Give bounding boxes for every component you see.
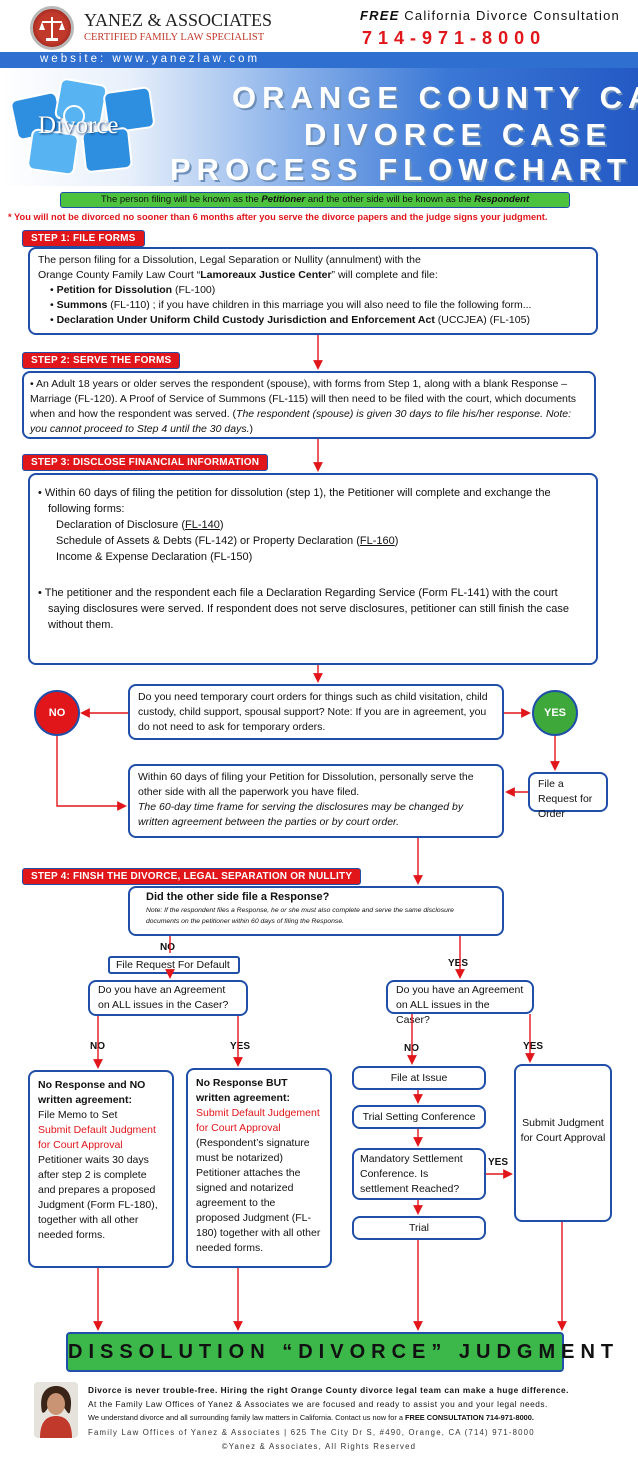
- serve-disclosures-text: Within 60 days of filing your Petition f…: [138, 771, 474, 798]
- step3-tag: STEP 3: DISCLOSE FINANCIAL INFORMATION: [22, 454, 269, 471]
- website-link[interactable]: website: www.yanezlaw.com: [40, 53, 261, 65]
- serve-disclosures-box: Within 60 days of filing your Petition f…: [128, 764, 504, 838]
- step3-box: • Within 60 days of filing the petition …: [28, 473, 598, 665]
- step1-forms-list: Petition for Dissolution (FL-100) Summon…: [38, 283, 588, 328]
- final-judgment-bar: DISSOLUTION “DIVORCE” JUDGMENT: [66, 1332, 620, 1372]
- petitioner-note-text: The person filing will be known as the: [100, 194, 262, 205]
- nrna-title: No Response and NO written agreement:: [38, 1079, 146, 1106]
- step1-tag: STEP 1: FILE FORMS: [22, 230, 145, 247]
- title-line1: ORANGE COUNTY CA: [232, 80, 638, 115]
- no-response-no-agreement-box: No Response and NO written agreement: Fi…: [28, 1070, 174, 1268]
- portrait-icon: [34, 1382, 78, 1438]
- logo-name: YANEZ & ASSOCIATES: [84, 10, 273, 30]
- consult-text: California Divorce Consultation: [404, 8, 620, 23]
- left-yes-label: YES: [230, 1041, 251, 1052]
- nrna-line-3: Petitioner waits 30 days after step 2 is…: [38, 1154, 158, 1241]
- header-bar: YANEZ & ASSOCIATES CERTIFIED FAMILY LAW …: [0, 0, 638, 52]
- step1-box: The person filing for a Dissolution, Leg…: [28, 247, 598, 335]
- branch-no-label: NO: [160, 942, 175, 953]
- list-item: Declaration Under Uniform Child Custody …: [50, 313, 588, 328]
- no-circle: NO: [34, 690, 80, 736]
- step1-intro-1: The person filing for a Dissolution, Leg…: [38, 254, 421, 266]
- footer-line-3: We understand divorce and all surroundin…: [88, 1413, 534, 1422]
- puzzle-word: Divorce: [38, 112, 119, 139]
- respondent-word: Respondent: [474, 194, 530, 205]
- nra-line-1: Submit Default Judgement for Court Appro…: [196, 1107, 320, 1134]
- submit-judgment-box: Submit Judgment for Court Approval: [514, 1064, 612, 1222]
- footer-copyright: ©Yanez & Associates, All Rights Reserved: [221, 1442, 417, 1451]
- footer-line-1: Divorce is never trouble-free. Hiring th…: [88, 1385, 569, 1395]
- website-strip: website: www.yanezlaw.com: [0, 52, 638, 68]
- final-judgment-text: DISSOLUTION “DIVORCE” JUDGMENT: [68, 1341, 620, 1363]
- logo-tagline: CERTIFIED FAMILY LAW SPECIALIST: [84, 32, 265, 43]
- list-item: Summons (FL-110) ; if you have children …: [50, 298, 588, 313]
- response-note: Note: If the respondent files a Response…: [146, 907, 454, 925]
- free-consult: FREE California Divorce Consultation: [360, 8, 620, 23]
- title-line3: PROCESS FLOWCHART: [170, 152, 632, 187]
- step3-form-3: Income & Expense Declaration (FL-150): [56, 551, 253, 563]
- step4-tag: STEP 4: FINSH THE DIVORCE, LEGAL SEPARAT…: [22, 868, 362, 885]
- nra-title: No Response BUT written agreement:: [196, 1077, 290, 1104]
- nrna-line-2: Submit Default Judgment for Court Approv…: [38, 1124, 156, 1151]
- trial-setting-box: Trial Setting Conference: [352, 1105, 486, 1129]
- left-agreement-box: Do you have an Agreement on ALL issues i…: [88, 980, 248, 1016]
- step1-intro-2: Orange County Family Law Court “Lamoreau…: [38, 269, 438, 281]
- trial-box: Trial: [352, 1216, 486, 1240]
- step3-form-2: Schedule of Assets & Debts (FL-142) or P…: [56, 535, 399, 547]
- petitioner-word: Petitioner: [261, 194, 306, 205]
- right-yes-label: YES: [523, 1041, 544, 1052]
- phone-number[interactable]: 714-971-8000: [362, 28, 547, 48]
- settlement-box: Mandatory Settlement Conference. Is sett…: [352, 1148, 486, 1200]
- free-word: FREE: [360, 8, 400, 23]
- footer-line-2: At the Family Law Offices of Yanez & Ass…: [88, 1399, 548, 1409]
- title-line2: DIVORCE CASE: [304, 117, 612, 152]
- footer-address: Family Law Offices of Yanez & Associates…: [88, 1428, 535, 1437]
- nra-line-2: (Respondent’s signature must be notarize…: [196, 1137, 321, 1254]
- right-agreement-box: Do you have an Agreement on ALL issues i…: [386, 980, 534, 1026]
- petitioner-note: The person filing will be known as the P…: [60, 192, 570, 208]
- response-question: Did the other side file a Response?: [146, 891, 330, 903]
- yes-circle: YES: [532, 690, 578, 736]
- scales-icon: [30, 6, 74, 50]
- step2-box: • An Adult 18 years or older serves the …: [22, 371, 596, 439]
- step3-para-1: • Within 60 days of filing the petition …: [38, 487, 551, 515]
- title-banner: Divorce ORANGE COUNTY CA DIVORCE CASE PR…: [0, 68, 638, 187]
- branch-yes-label: YES: [448, 958, 469, 969]
- default-request-box: File Request For Default: [108, 956, 240, 974]
- file-at-issue-box: File at Issue: [352, 1066, 486, 1090]
- puzzle-icon: Divorce: [10, 76, 160, 180]
- petitioner-note-text-2: and the other side will be known as the: [305, 194, 475, 205]
- list-item: Petition for Dissolution (FL-100): [50, 283, 588, 298]
- step2-tag: STEP 2: SERVE THE FORMS: [22, 352, 181, 369]
- step2-text: • An Adult 18 years or older serves the …: [30, 378, 577, 435]
- temp-orders-box: Do you need temporary court orders for t…: [128, 684, 504, 740]
- response-question-box: Did the other side file a Response? Note…: [128, 886, 504, 936]
- six-months-note: * You will not be divorced no sooner tha…: [8, 212, 548, 222]
- nrna-line-1: File Memo to Set: [38, 1109, 118, 1121]
- no-response-agreement-box: No Response BUT written agreement: Submi…: [186, 1068, 332, 1268]
- step3-para-2: • The petitioner and the respondent each…: [38, 587, 569, 631]
- settle-yes-label: YES: [488, 1157, 509, 1168]
- arrow: [56, 736, 127, 811]
- serve-disclosures-italic: The 60-day time frame for serving the di…: [138, 801, 464, 828]
- request-order-box: File a Request for Order: [528, 772, 608, 820]
- step3-form-1: Declaration of Disclosure (FL-140): [56, 519, 224, 531]
